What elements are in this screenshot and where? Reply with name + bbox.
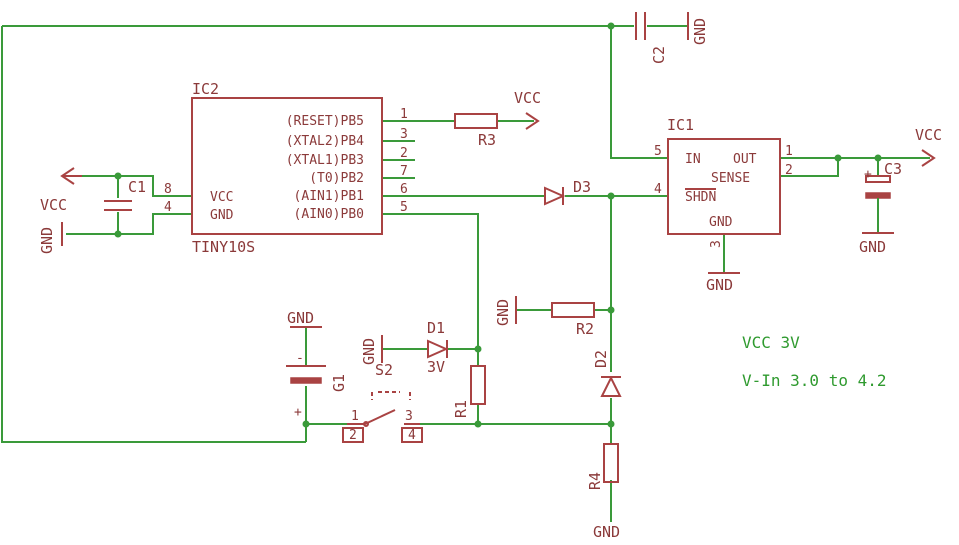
ic2-pin-2: 2 xyxy=(400,146,408,161)
wires xyxy=(1,25,930,522)
s2-pin-2: 2 xyxy=(349,428,357,443)
ic1-out-label: OUT xyxy=(733,152,757,167)
c3-ref: C3 xyxy=(884,160,902,178)
r3: R3 xyxy=(454,113,498,149)
r4: R4 xyxy=(586,443,619,490)
r4-ref: R4 xyxy=(586,472,604,490)
ic2-gnd-label: GND xyxy=(210,208,234,223)
s2-ref: S2 xyxy=(375,361,393,379)
c1-vcc-arrow xyxy=(60,167,82,185)
ic2-pin-8: 8 xyxy=(164,182,172,197)
ic2-pin-4: 4 xyxy=(164,200,172,215)
r1-ref: R1 xyxy=(452,400,470,418)
ic2: IC2 TINY10S VCC GND (RESET)PB5 (XTAL2)PB… xyxy=(164,80,408,256)
ic1-gnd-label: GND xyxy=(709,215,733,230)
ic1-shdn-label: SHDN xyxy=(685,190,716,205)
gnd-label-r4: GND xyxy=(593,523,620,541)
ic1-ref: IC1 xyxy=(667,116,694,134)
c1-ref: C1 xyxy=(128,178,146,196)
r3-ref: R3 xyxy=(478,131,496,149)
ic2-pb1-label: (AIN1)PB1 xyxy=(294,189,364,204)
gnd-label-c2: GND xyxy=(691,18,709,45)
s2-pin-1: 1 xyxy=(351,409,359,424)
d1-value: 3V xyxy=(427,358,445,376)
junctions xyxy=(114,22,882,428)
r2: R2 xyxy=(551,302,595,338)
ic2-pin-3: 3 xyxy=(400,127,408,142)
ic1: IC1 IN OUT SENSE SHDN GND 5 1 2 4 3 xyxy=(654,116,793,248)
d1: D1 3V xyxy=(427,319,449,376)
r2-ref: R2 xyxy=(576,320,594,338)
ic1-pin-1: 1 xyxy=(785,144,793,159)
ic1-pin-5: 5 xyxy=(654,144,662,159)
gnd-label-d1: GND xyxy=(360,338,378,365)
d3-ref: D3 xyxy=(573,178,591,196)
gnd-label-c3: GND xyxy=(859,238,886,256)
ic2-pb0-label: (AIN0)PB0 xyxy=(294,207,364,222)
note-vcc: VCC 3V xyxy=(742,333,800,352)
vcc-arrow-r3 xyxy=(525,112,540,130)
gnd-label-c1: GND xyxy=(38,227,56,254)
ic2-pb3-label: (XTAL1)PB3 xyxy=(286,153,364,168)
c3: + C3 xyxy=(864,160,902,232)
ic2-pb4-label: (XTAL2)PB4 xyxy=(286,134,364,149)
ic2-pin-7: 7 xyxy=(400,164,408,179)
vcc-label-c1: VCC xyxy=(40,196,67,214)
d2: D2 xyxy=(592,350,622,397)
g1: - + G1 xyxy=(286,351,348,420)
c2-ref: C2 xyxy=(650,46,668,64)
ic2-pb5-label: (RESET)PB5 xyxy=(286,114,364,129)
s2: S2 1 2 3 4 xyxy=(342,361,423,443)
vcc-label-r3: VCC xyxy=(514,89,541,107)
ic2-pb2-label: (T0)PB2 xyxy=(309,171,364,186)
ic2-vcc-label: VCC xyxy=(210,190,233,205)
gnd-label-ic1: GND xyxy=(706,276,733,294)
ic1-pin-3: 3 xyxy=(709,240,724,248)
d1-ref: D1 xyxy=(427,319,445,337)
ic1-sense-label: SENSE xyxy=(711,171,750,186)
c1: C1 xyxy=(104,178,146,211)
g1-ref: G1 xyxy=(330,374,348,392)
ic1-pin-4: 4 xyxy=(654,182,662,197)
ic1-pin-2: 2 xyxy=(785,163,793,178)
ic2-pin-5: 5 xyxy=(400,200,408,215)
s2-pin-4: 4 xyxy=(408,428,416,443)
ic2-value: TINY10S xyxy=(192,238,255,256)
ic2-pin-1: 1 xyxy=(400,107,408,122)
g1-plus: + xyxy=(294,405,302,420)
c2: C2 xyxy=(635,12,668,64)
note-vin: V-In 3.0 to 4.2 xyxy=(742,371,887,390)
vcc-label-out: VCC xyxy=(915,126,942,144)
vcc-arrow-out xyxy=(921,149,936,167)
d2-ref: D2 xyxy=(592,350,610,368)
d3: D3 xyxy=(544,178,591,206)
gnd-label-g1: GND xyxy=(287,309,314,327)
r1: R1 xyxy=(452,365,486,418)
ic1-in-label: IN xyxy=(685,152,701,167)
ic2-pin-6: 6 xyxy=(400,182,408,197)
g1-minus: - xyxy=(296,351,304,366)
s2-pin-3: 3 xyxy=(405,409,413,424)
ic2-ref: IC2 xyxy=(192,80,219,98)
c3-plus: + xyxy=(864,167,872,182)
gnd-label-r2: GND xyxy=(494,299,512,326)
